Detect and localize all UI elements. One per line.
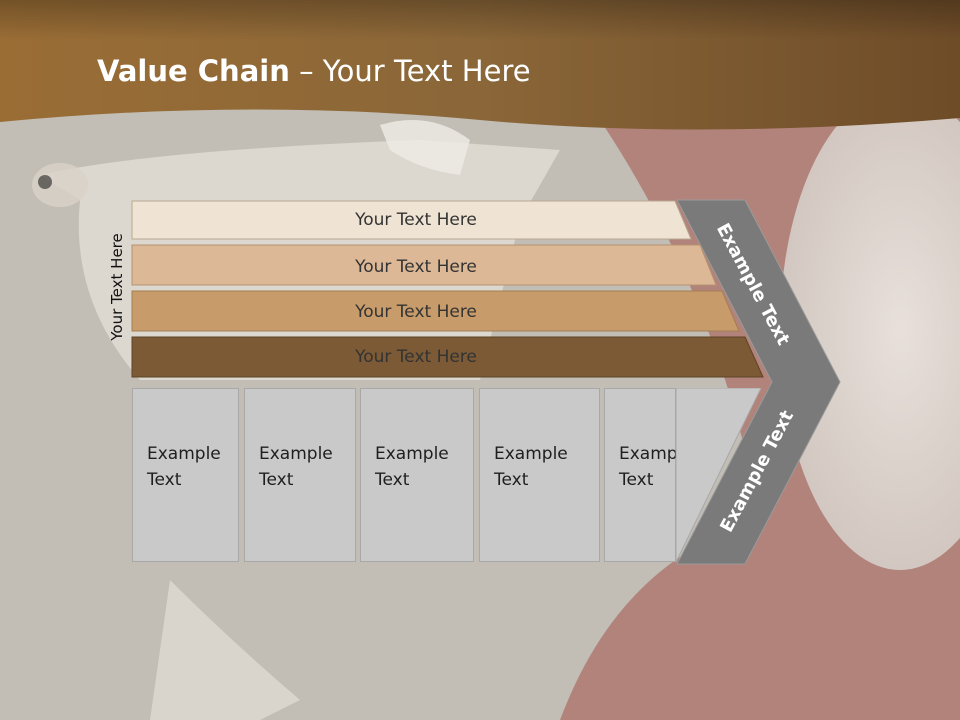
column-2-line1: Example	[259, 444, 333, 464]
bar-4	[131, 336, 764, 378]
column-4: Example Text	[479, 388, 600, 562]
slide-title-rest: – Your Text Here	[289, 54, 531, 88]
column-1-line2: Text	[147, 470, 182, 490]
column-4-line1: Example	[494, 444, 568, 464]
column-3-line2: Text	[375, 470, 410, 490]
chevron-arrow	[676, 199, 841, 565]
bar-1-label: Your Text Here	[354, 210, 477, 230]
slide-title-bold: Value Chain	[97, 54, 290, 88]
column-3-line1: Example	[375, 444, 449, 464]
column-1: Example Text	[132, 388, 239, 562]
column-2-line2: Text	[259, 470, 294, 490]
bar-3	[131, 290, 740, 332]
column-4-line2: Text	[494, 470, 529, 490]
column-5-line1: Example	[619, 444, 693, 464]
slide-title: Value Chain – Your Text Here	[97, 54, 531, 88]
bar-3-label: Your Text Here	[354, 302, 477, 322]
column-1-line1: Example	[147, 444, 221, 464]
bar-4-label: Your Text Here	[354, 347, 477, 367]
column-3: Example Text	[360, 388, 474, 562]
column-5-line2: Text	[619, 470, 654, 490]
bar-2-label: Your Text Here	[354, 257, 477, 277]
column-5-slant	[675, 388, 762, 563]
column-2: Example Text	[244, 388, 356, 562]
bar-2	[131, 244, 717, 286]
bar-1	[131, 200, 692, 240]
